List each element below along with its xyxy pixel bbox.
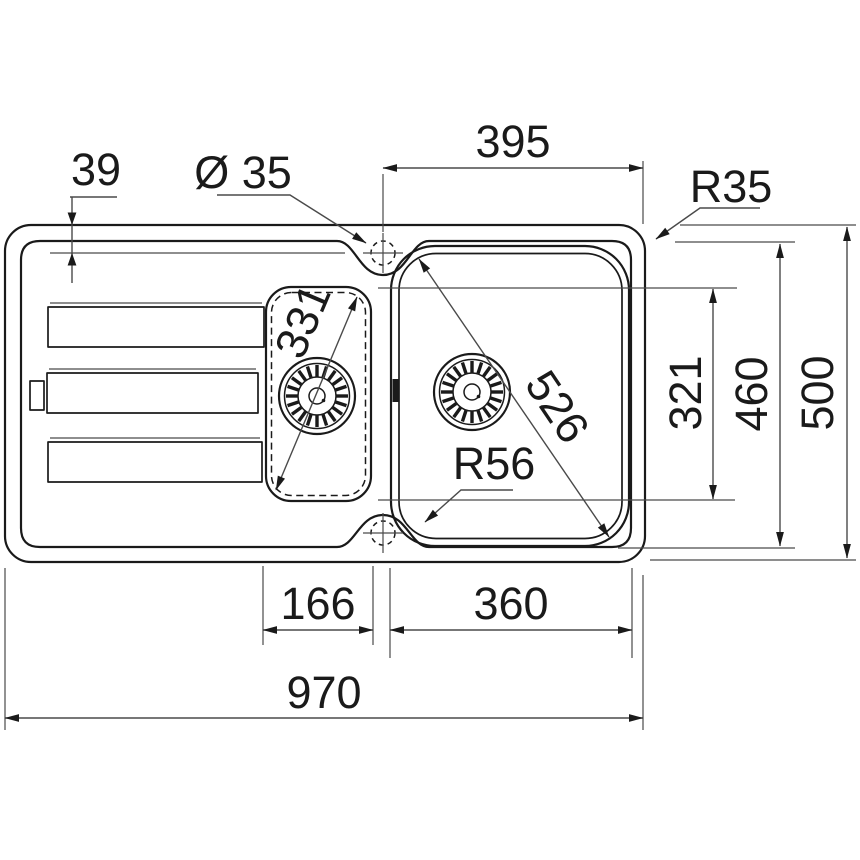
tap-hole-top [363,233,403,273]
dim-taphole-to-edge: 395 [382,116,644,232]
main-bowl-strainer [432,352,512,432]
dim-main-bowl-width: 360 [389,568,633,658]
dim-line [418,258,610,538]
drainboard-left-notch [29,380,45,411]
dim-overall-height-label: 500 [792,355,843,430]
drainboard-slot-2 [46,372,259,414]
dim-main-bowl-width-label: 360 [473,578,548,629]
dim-outer-corner-radius-label: R35 [690,161,773,212]
leader-line [655,207,760,240]
dim-main-bowl-diagonal: 526 [418,258,610,538]
dim-small-bowl-width-label: 166 [280,578,355,629]
dim-inner-height-label: 460 [726,356,777,431]
small-bowl-hidden-edge [270,291,367,497]
small-bowl-rim [264,285,373,503]
dim-small-bowl-diagonal: 331 [264,276,358,491]
dim-bowl-corner-radius-label: R56 [453,438,536,489]
small-bowl-strainer [277,356,357,436]
drainboard [29,302,265,483]
sink-outer-edge [3,223,647,564]
arrowhead-down [67,212,77,225]
dim-overall-width: 970 [4,568,644,730]
main-bowl-outer-edge [389,244,631,548]
arrowhead-up [67,253,77,266]
overflow-slot [392,379,400,402]
dim-overall-width-label: 970 [286,667,361,718]
dim-bowl-height-label: 321 [660,355,711,430]
dim-bowl-corner-radius: R56 [424,438,536,523]
dim-edge-to-taphole-label: 39 [71,144,121,195]
tap-hole-bottom [363,513,403,553]
leader-line [424,489,513,523]
main-bowl [389,244,631,548]
drainboard-slot-1 [47,306,265,348]
dim-inner-height: 460 [618,241,795,549]
drainboard-slot-3 [47,441,263,483]
dim-small-bowl-diagonal-label: 331 [264,276,340,365]
small-bowl [264,285,373,503]
dim-overall-height: 500 [650,224,856,561]
dim-bowl-height: 321 [378,287,737,501]
leader-line [217,194,367,244]
dim-small-bowl-width: 166 [262,566,374,645]
dim-taphole-to-edge-label: 395 [475,116,550,167]
dim-edge-to-taphole: 39 [50,144,345,283]
dim-taphole-diameter: Ø 35 [194,147,367,244]
dim-taphole-diameter-label: Ø 35 [194,147,292,198]
dim-outer-corner-radius: R35 [655,161,773,240]
dim-line [275,296,358,491]
